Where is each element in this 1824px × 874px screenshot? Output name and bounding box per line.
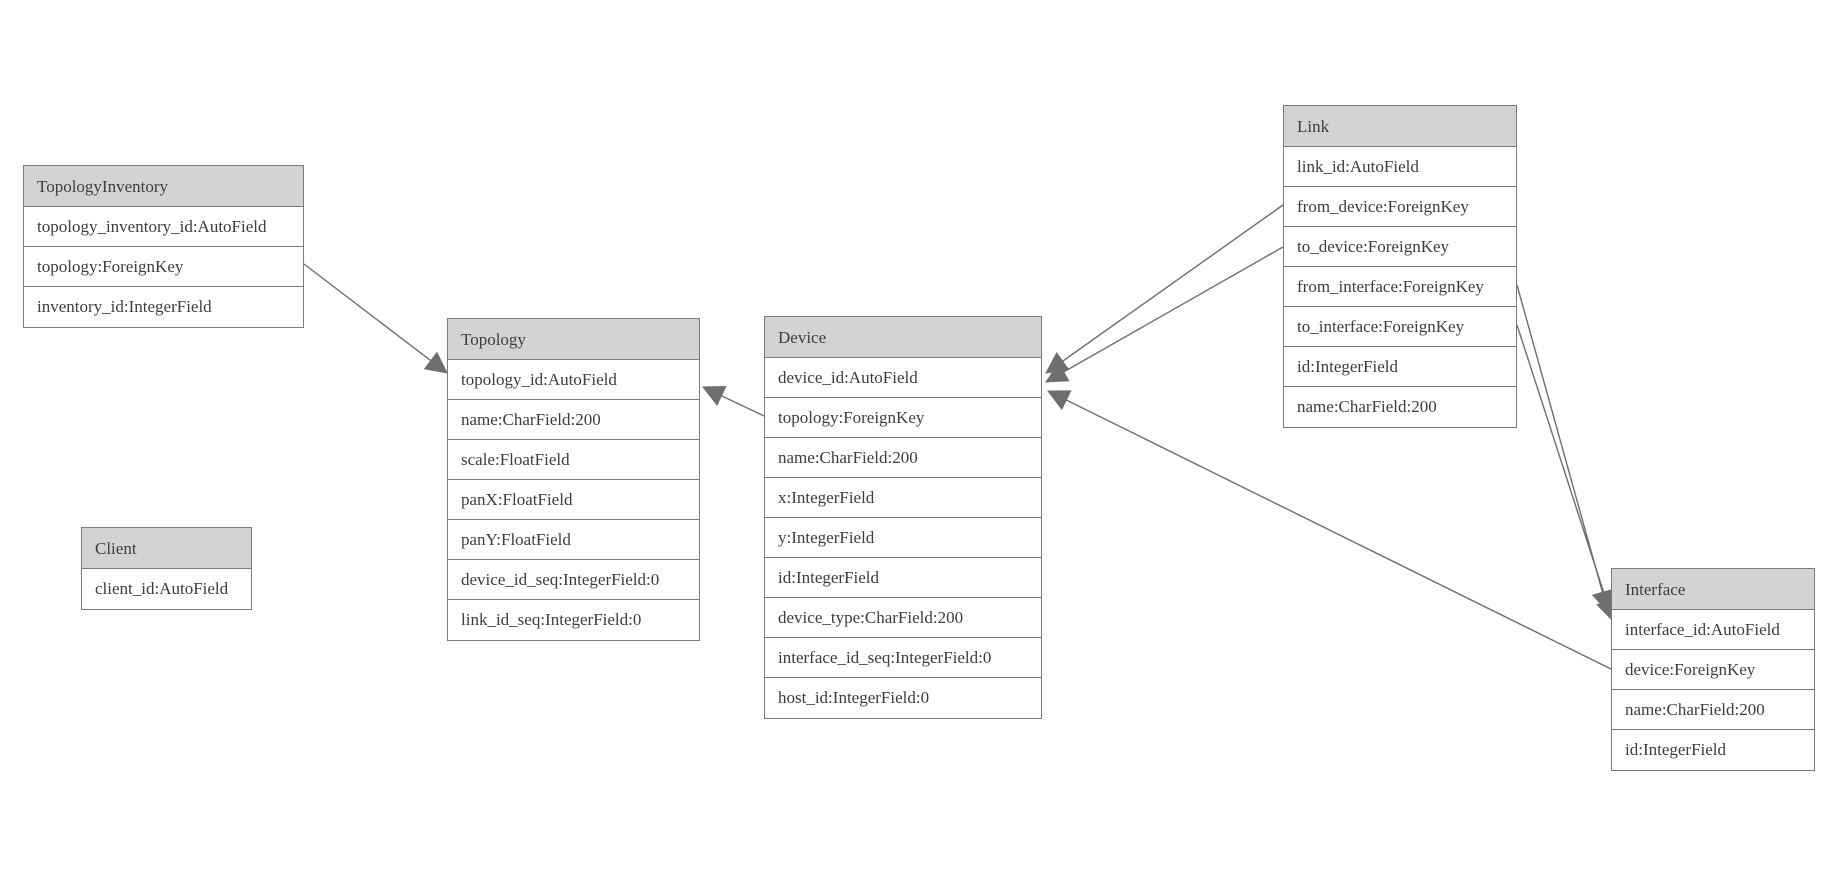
field-row: client_id:AutoField [82, 569, 251, 609]
field-row: scale:FloatField [448, 440, 699, 480]
field-row: to_device:ForeignKey [1284, 227, 1516, 267]
entity-title-link: Link [1284, 106, 1516, 147]
relation-device-topology [702, 386, 765, 417]
relation-link-fromdevice-device [1045, 204, 1284, 374]
field-row: host_id:IntegerField:0 [765, 678, 1041, 718]
field-row: inventory_id:IntegerField [24, 287, 303, 327]
field-row: topology_id:AutoField [448, 360, 699, 400]
field-row: topology_inventory_id:AutoField [24, 207, 303, 247]
field-row: name:CharField:200 [765, 438, 1041, 478]
field-row: device:ForeignKey [1612, 650, 1814, 690]
field-row: to_interface:ForeignKey [1284, 307, 1516, 347]
entity-device: Device device_id:AutoField topology:Fore… [764, 316, 1042, 719]
field-row: name:CharField:200 [1284, 387, 1516, 427]
field-row: id:IntegerField [1612, 730, 1814, 770]
field-row: link_id:AutoField [1284, 147, 1516, 187]
field-row: interface_id_seq:IntegerField:0 [765, 638, 1041, 678]
field-row: from_interface:ForeignKey [1284, 267, 1516, 307]
entity-title-device: Device [765, 317, 1041, 358]
field-row: name:CharField:200 [448, 400, 699, 440]
field-row: interface_id:AutoField [1612, 610, 1814, 650]
entity-interface: Interface interface_id:AutoField device:… [1611, 568, 1815, 771]
entity-link: Link link_id:AutoField from_device:Forei… [1283, 105, 1517, 428]
field-row: from_device:ForeignKey [1284, 187, 1516, 227]
field-row: link_id_seq:IntegerField:0 [448, 600, 699, 640]
relation-topologyinventory-topology [303, 263, 448, 374]
field-row: topology:ForeignKey [765, 398, 1041, 438]
field-row: topology:ForeignKey [24, 247, 303, 287]
entity-title-client: Client [82, 528, 251, 569]
entity-title-topology: Topology [448, 319, 699, 360]
field-row: panY:FloatField [448, 520, 699, 560]
relation-interface-device [1047, 390, 1612, 670]
field-row: name:CharField:200 [1612, 690, 1814, 730]
field-row: x:IntegerField [765, 478, 1041, 518]
field-row: y:IntegerField [765, 518, 1041, 558]
entity-title-topology-inventory: TopologyInventory [24, 166, 303, 207]
relation-link-todevice-device [1045, 246, 1284, 383]
entity-topology: Topology topology_id:AutoField name:Char… [447, 318, 700, 641]
entity-client: Client client_id:AutoField [81, 527, 252, 610]
entity-title-interface: Interface [1612, 569, 1814, 610]
field-row: device_id_seq:IntegerField:0 [448, 560, 699, 600]
field-row: device_type:CharField:200 [765, 598, 1041, 638]
field-row: panX:FloatField [448, 480, 699, 520]
field-row: device_id:AutoField [765, 358, 1041, 398]
field-row: id:IntegerField [1284, 347, 1516, 387]
field-row: id:IntegerField [765, 558, 1041, 598]
entity-topology-inventory: TopologyInventory topology_inventory_id:… [23, 165, 304, 328]
relation-link-tointerface-interface [1516, 324, 1618, 623]
